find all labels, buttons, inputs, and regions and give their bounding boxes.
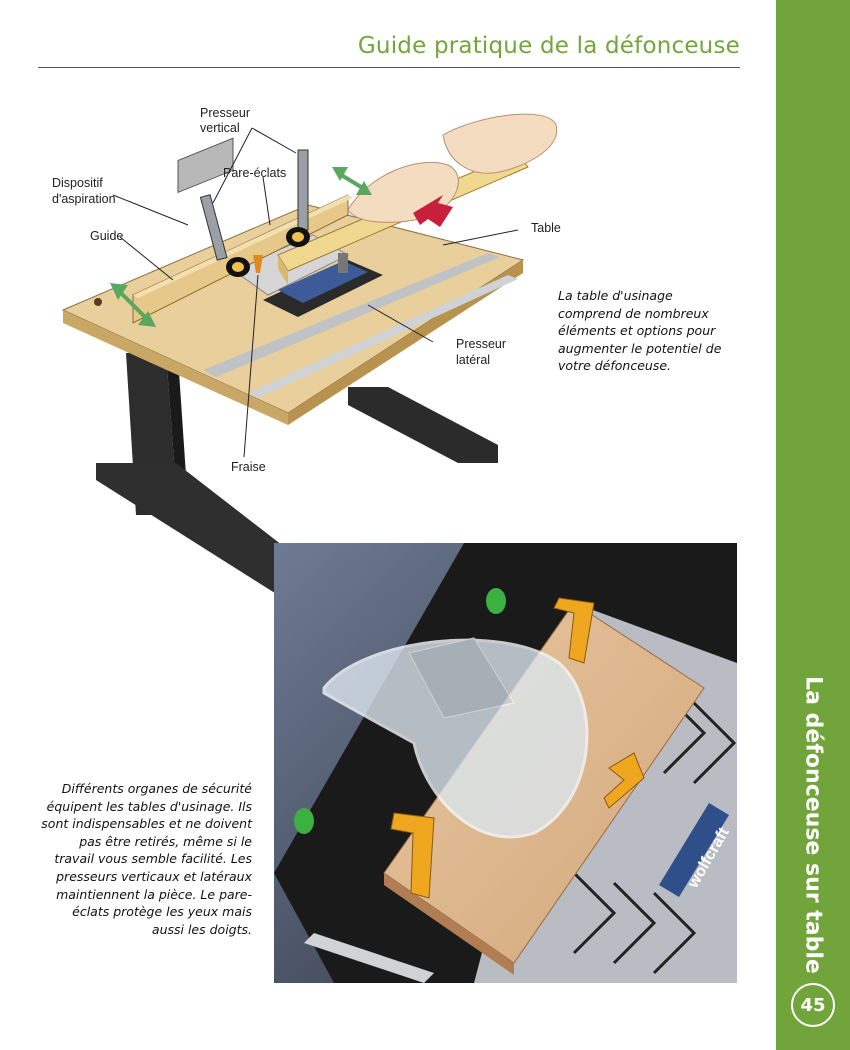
label-fraise: Fraise bbox=[231, 460, 266, 474]
caption-line: La table d'usinage bbox=[558, 288, 673, 303]
label-presseur-lateral-2: latéral bbox=[456, 353, 490, 367]
label-dispositif: Dispositif bbox=[52, 176, 103, 190]
leader-lines bbox=[112, 127, 519, 458]
caption-line: sont indispensables et ne doivent bbox=[41, 816, 252, 832]
side-feather-board bbox=[263, 253, 383, 317]
header-rule bbox=[38, 67, 740, 68]
caption-line: presseurs verticaux et latéraux bbox=[56, 868, 252, 884]
table-legs bbox=[96, 353, 498, 595]
green-knob bbox=[486, 588, 506, 614]
illustration-caption: La table d'usinage comprend de nombreux … bbox=[558, 287, 758, 375]
caption-line: augmenter le potentiel de bbox=[558, 340, 722, 356]
caption-line: votre défonceuse. bbox=[558, 358, 672, 373]
green-arrow-left bbox=[110, 283, 156, 327]
caption-line: aussi les doigts. bbox=[151, 921, 252, 937]
ruler bbox=[304, 933, 434, 983]
chapter-title: La défonceuse sur table bbox=[800, 676, 826, 974]
caption-line: travail vous semble facilité. Les bbox=[54, 851, 252, 867]
red-feed-arrow bbox=[413, 195, 453, 227]
green-arrow-right bbox=[332, 167, 372, 195]
label-guide: Guide bbox=[90, 229, 123, 243]
caption-line: Différents organes de sécurité bbox=[61, 781, 252, 796]
caption-line: pas être retirés, même si le bbox=[79, 833, 252, 849]
label-pare-eclats: Pare-éclats bbox=[223, 166, 286, 180]
page-number: 45 bbox=[791, 983, 835, 1027]
router-bit bbox=[253, 255, 263, 273]
clamps bbox=[390, 597, 645, 899]
photo-caption: Différents organes de sécurité équipent … bbox=[40, 780, 252, 938]
router-table-illustration: Presseur vertical Pare-éclats Dispositif… bbox=[52, 106, 561, 595]
caption-line: équipent les tables d'usinage. Ils bbox=[46, 798, 252, 814]
label-presseur-lateral: Presseur bbox=[456, 337, 506, 351]
label-presseur-vertical: Presseur bbox=[200, 106, 250, 120]
label-presseur-vertical-2: vertical bbox=[200, 121, 240, 135]
safety-guard-photo: wolfcraft bbox=[274, 543, 737, 983]
vertical-hold-downs bbox=[199, 149, 310, 277]
caption-line: comprend de nombreux bbox=[558, 305, 709, 321]
caption-line: maintiennent la pièce. Le pare- bbox=[56, 886, 252, 902]
caption-line: éléments et options pour bbox=[558, 323, 716, 338]
caption-line: éclats protège les yeux mais bbox=[72, 904, 252, 920]
running-header-title: Guide pratique de la défonceuse bbox=[357, 33, 740, 59]
label-table: Table bbox=[531, 221, 561, 235]
label-aspiration: d'aspiration bbox=[52, 192, 116, 206]
clear-guard bbox=[322, 637, 589, 839]
chapter-side-band bbox=[776, 0, 850, 1050]
green-knob bbox=[294, 808, 314, 834]
